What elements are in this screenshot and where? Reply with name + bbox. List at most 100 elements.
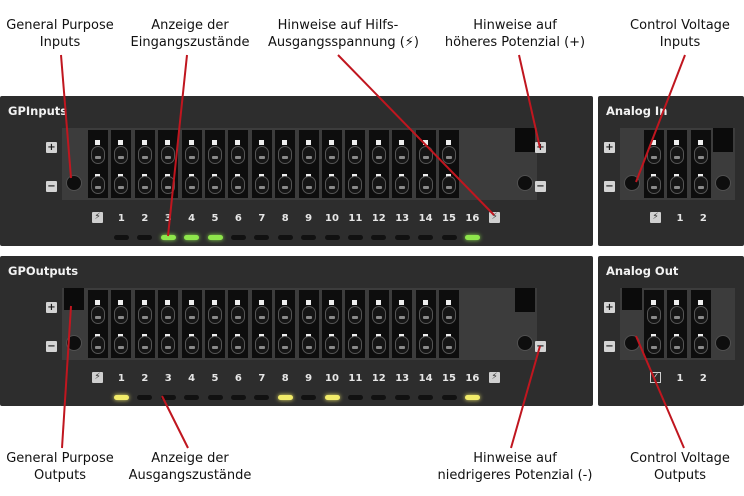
gpi-led-4 [184, 235, 200, 240]
screw-head [371, 306, 386, 324]
screw-head [418, 336, 433, 354]
gpi-led-7 [254, 235, 270, 240]
terminal-contact [282, 300, 288, 305]
gpo-channel-label-15: 15 [442, 373, 456, 384]
gpi-led-14 [418, 235, 434, 240]
gpi-channel-label-13: 13 [395, 213, 410, 224]
screw-head [325, 336, 339, 354]
gpi-terminal-1 [88, 130, 108, 198]
screw-head [670, 306, 685, 324]
terminal-contact [446, 300, 451, 305]
screw-head [231, 336, 246, 354]
terminal-contact [188, 300, 194, 305]
screw-head [348, 336, 363, 354]
ao-terminal-3 [690, 290, 711, 358]
minus-icon: − [46, 341, 57, 352]
ao-terminal-1 [644, 290, 664, 358]
gpi-led-15 [441, 235, 457, 240]
gpi-channel-label-11: 11 [348, 213, 363, 224]
screw-head [348, 146, 363, 164]
gpo-led-11 [347, 395, 363, 400]
terminal-contact [282, 140, 288, 145]
terminal-contact [305, 300, 311, 305]
screw-head [670, 176, 685, 194]
screw-head [647, 146, 661, 164]
bolt-icon: ⚡ [489, 212, 500, 223]
terminal-contact [697, 300, 703, 305]
gpi-led-1 [113, 235, 129, 240]
gpi-channel-label-7: 7 [258, 213, 266, 224]
gpo-led-15 [441, 395, 457, 400]
minus-icon: − [604, 341, 615, 352]
screw-head [418, 176, 433, 194]
gpo-terminal-12 [345, 290, 366, 358]
screw-head [693, 336, 708, 354]
screw-head [91, 306, 105, 324]
screw-head [184, 306, 199, 324]
gpi-terminal-7 [228, 130, 249, 198]
gpo-led-1 [113, 395, 129, 400]
screw-head [647, 336, 661, 354]
gpi-channel-label-12: 12 [371, 213, 386, 224]
gpi-channel-label-4: 4 [188, 213, 196, 224]
gpo-led-14 [418, 395, 434, 400]
terminal-contact [141, 300, 147, 305]
gpi-led-6 [230, 235, 246, 240]
gpo-led-8 [277, 395, 293, 400]
screw-head [137, 306, 152, 324]
terminal-contact [165, 140, 171, 145]
screw-head [301, 146, 316, 164]
gpi-channel-label-10: 10 [325, 213, 339, 224]
gpo-channel-label-3: 3 [164, 373, 172, 384]
gpo-channel-label-12: 12 [371, 373, 386, 384]
screw-head [301, 176, 316, 194]
screw-head [693, 306, 708, 324]
terminal-contact [399, 300, 405, 305]
gpoutputs-title: GPOutputs [8, 264, 79, 278]
gpo-channel-label-8: 8 [281, 373, 289, 384]
bolt-icon: ⚡ [489, 372, 500, 383]
terminal-contact [141, 140, 147, 145]
minus-icon: − [46, 181, 57, 192]
screw-head [278, 336, 293, 354]
gpo-led-4 [184, 395, 200, 400]
terminal-contact [235, 140, 241, 145]
terminal-contact [674, 300, 680, 305]
screw-head [254, 146, 269, 164]
gpi-terminal-15 [415, 130, 436, 198]
gpo-left-screw [66, 335, 82, 351]
terminal-contact [165, 300, 171, 305]
screw-head [442, 146, 456, 164]
terminal-contact [188, 140, 194, 145]
bolt-icon: ⚡ [92, 372, 103, 383]
analog-in-title: Analog In [606, 104, 668, 118]
screw-head [137, 336, 152, 354]
gpi-terminal-5 [181, 130, 202, 198]
screw-head [348, 176, 363, 194]
bolt-icon: ⚡ [650, 212, 661, 223]
screw-head [208, 176, 222, 194]
screw-head [670, 336, 685, 354]
ao-left-tab [622, 288, 642, 310]
gpo-channel-label-9: 9 [305, 373, 313, 384]
terminal-contact [399, 140, 405, 145]
gpi-channel-label-15: 15 [442, 213, 456, 224]
gpi-terminal-9 [275, 130, 296, 198]
screw-head [348, 306, 363, 324]
terminal-contact [375, 140, 381, 145]
gpo-channel-label-4: 4 [188, 373, 196, 384]
gpo-terminal-16 [439, 290, 459, 358]
plus-icon: + [604, 302, 615, 313]
gpo-terminal-14 [392, 290, 413, 358]
screw-head [670, 146, 685, 164]
gpo-led-2 [137, 395, 153, 400]
gpi-terminal-11 [322, 130, 342, 198]
gpi-led-12 [371, 235, 387, 240]
terminal-contact [212, 140, 217, 145]
gpo-terminal-6 [205, 290, 225, 358]
ai-channel-label-2: 2 [699, 213, 707, 224]
gpo-terminal-5 [181, 290, 202, 358]
